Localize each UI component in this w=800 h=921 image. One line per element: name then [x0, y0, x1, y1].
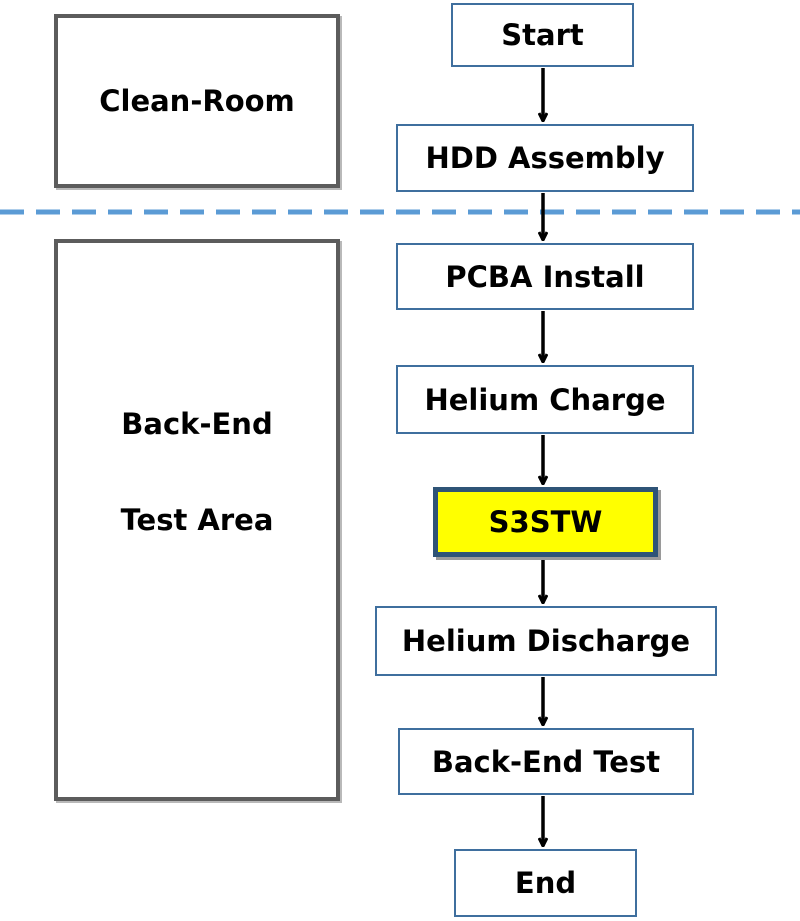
step-label: Helium Charge [424, 382, 666, 417]
step-label: PCBA Install [445, 259, 645, 294]
back-end-test-area-zone: Back-End Test Area [54, 239, 340, 801]
step-start: Start [451, 3, 634, 67]
step-label: Start [501, 18, 584, 52]
step-s3stw: S3STW [433, 487, 658, 557]
step-hdd-assembly: HDD Assembly [396, 124, 694, 192]
step-label: Helium Discharge [401, 624, 691, 658]
step-end: End [454, 849, 637, 917]
clean-room-zone: Clean-Room [54, 14, 340, 188]
step-label: Back-End Test [431, 744, 661, 779]
area-divider-line [0, 209, 800, 215]
step-helium-discharge: Helium Discharge [375, 606, 717, 676]
step-back-end-test: Back-End Test [398, 728, 694, 795]
step-label: End [514, 866, 577, 900]
clean-room-label: Clean-Room [99, 84, 295, 118]
step-pcba-install: PCBA Install [396, 243, 694, 310]
step-label: S3STW [488, 505, 603, 539]
test-area-label: Test Area [120, 503, 274, 537]
step-helium-charge: Helium Charge [396, 365, 694, 434]
step-label: HDD Assembly [425, 141, 665, 175]
back-end-label: Back-End [121, 407, 273, 441]
